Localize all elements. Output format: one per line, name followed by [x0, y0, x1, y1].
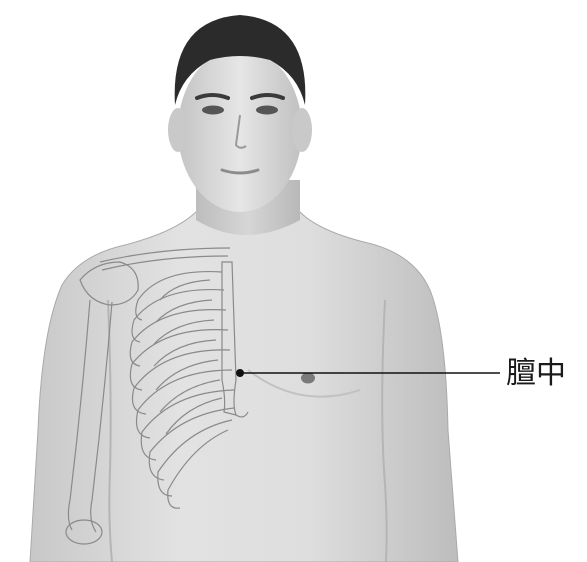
face — [178, 48, 302, 212]
right-ear — [292, 108, 312, 152]
nipple — [301, 373, 315, 384]
left-eye — [202, 106, 224, 115]
right-eye — [256, 106, 278, 115]
torso — [30, 212, 458, 562]
acupoint-label: 膻中 — [506, 354, 566, 394]
left-ear — [168, 108, 188, 152]
